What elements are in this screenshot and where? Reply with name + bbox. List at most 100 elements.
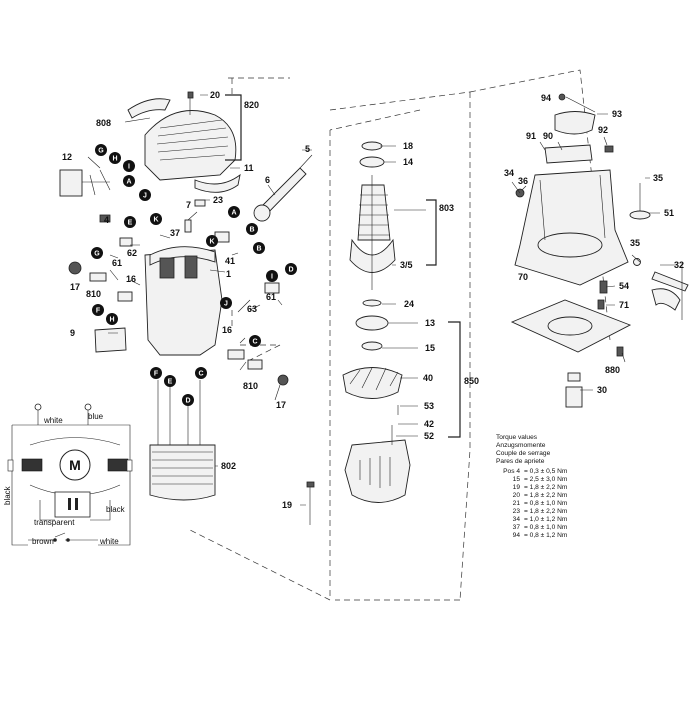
label-71: 71: [619, 300, 629, 310]
label-16-bottom: 16: [222, 325, 232, 335]
label-3-5: 3/5: [400, 260, 413, 270]
svg-text:E: E: [128, 220, 133, 227]
right-assembly: [510, 93, 689, 408]
gear-housing-part: [344, 439, 411, 503]
connector-badge-H: H: [109, 152, 121, 164]
label-90: 90: [543, 131, 553, 141]
label-18: 18: [403, 141, 413, 151]
field-coil-part: [149, 444, 216, 501]
label-17-top: 17: [70, 282, 80, 292]
label-35-top: 35: [653, 173, 663, 183]
connector-badge-A: A: [228, 206, 240, 218]
label-880: 880: [605, 365, 620, 375]
connector-badge-J: J: [220, 297, 232, 309]
part-number-labels: 20 820 808 12 11 5 6 23 7 4 37 62 61 41 …: [62, 90, 684, 510]
switch-box: [54, 491, 91, 518]
connector-badge-G: G: [95, 144, 107, 156]
motor-cover-part: [144, 110, 237, 181]
cover-clip-part: [127, 98, 171, 119]
svg-text:K: K: [209, 239, 214, 246]
svg-text:D: D: [288, 267, 293, 274]
motor-symbol-label: M: [69, 457, 81, 473]
label-37: 37: [170, 228, 180, 238]
label-35-bottom: 35: [630, 238, 640, 248]
label-61-right: 61: [266, 292, 276, 302]
connector-badge-C: C: [195, 367, 207, 379]
torque-row-value: = 0,3 ± 0,5 Nm: [524, 468, 568, 475]
svg-text:A: A: [126, 179, 131, 186]
torque-heading-es: Pares de apriete: [496, 458, 545, 465]
label-61-left: 61: [112, 258, 122, 268]
label-9: 9: [70, 328, 75, 338]
svg-text:H: H: [109, 317, 114, 324]
wiring-schematic: M white blue black black transparent bro…: [3, 403, 133, 546]
connector-badge-D: D: [182, 394, 194, 406]
label-41: 41: [225, 256, 235, 266]
connector-badge-C: C: [249, 335, 261, 347]
label-91: 91: [526, 131, 536, 141]
label-810-top: 810: [86, 289, 101, 299]
label-850: 850: [464, 376, 479, 386]
label-4: 4: [104, 215, 109, 225]
torque-table: Torque values Anzugsmomente Couple de se…: [496, 434, 568, 539]
torque-row-pos: 23: [513, 508, 521, 515]
torque-heading-de: Anzugsmomente: [496, 442, 546, 449]
leader-lines: [87, 94, 677, 506]
label-16-top: 16: [126, 274, 136, 284]
label-11: 11: [244, 163, 254, 173]
torque-row-pos: 21: [513, 500, 521, 507]
connector-badge-E: E: [124, 216, 136, 228]
label-30: 30: [597, 385, 607, 395]
wire-label-white-top: white: [43, 416, 63, 425]
svg-text:K: K: [153, 217, 158, 224]
svg-text:J: J: [143, 193, 147, 200]
connector-badge-K: K: [150, 213, 162, 225]
svg-text:I: I: [128, 164, 130, 171]
connector-badge-E: E: [164, 375, 176, 387]
connector-badge-H: H: [106, 313, 118, 325]
label-820: 820: [244, 100, 259, 110]
carbon-brush-left: [21, 458, 43, 472]
label-42: 42: [424, 419, 434, 429]
label-810-bottom: 810: [243, 381, 258, 391]
svg-text:H: H: [112, 156, 117, 163]
wire-label-black-right: black: [106, 505, 126, 514]
torque-row-pos: 34: [513, 516, 521, 523]
torque-row-pos: 19: [513, 484, 521, 491]
torque-row-value: = 1,0 ± 1,2 Nm: [524, 516, 568, 523]
torque-row-value: = 1,8 ± 2,2 Nm: [524, 492, 568, 499]
svg-text:G: G: [94, 251, 100, 258]
label-53: 53: [424, 401, 434, 411]
cover-strip-part: [194, 173, 241, 193]
connector-badge-B: B: [246, 223, 258, 235]
svg-text:I: I: [271, 274, 273, 281]
torque-row-value: = 1,8 ± 2,2 Nm: [524, 508, 568, 515]
switch-part: [59, 169, 83, 197]
svg-text:C: C: [198, 371, 203, 378]
connector-badge-F: F: [92, 304, 104, 316]
wire-label-brown: brown: [32, 537, 54, 546]
wire-label-blue: blue: [88, 412, 104, 421]
label-54: 54: [619, 281, 629, 291]
torque-row-pos: Pos 4: [503, 468, 520, 475]
router-base-part: [514, 169, 629, 286]
torque-row-pos: 15: [513, 476, 521, 483]
svg-text:F: F: [154, 371, 159, 378]
label-13: 13: [425, 318, 435, 328]
connector-badge-K: K: [206, 235, 218, 247]
fan-part: [342, 367, 403, 399]
left-assembly: [59, 91, 313, 501]
label-62: 62: [127, 248, 137, 258]
label-34: 34: [504, 168, 514, 178]
armature-part: [357, 184, 391, 241]
wire-label-black-left: black: [3, 485, 12, 505]
label-19: 19: [282, 500, 292, 510]
connector-badge-G: G: [91, 247, 103, 259]
motor-symbol-icon: [59, 449, 91, 481]
label-36: 36: [518, 176, 528, 186]
torque-row-pos: 37: [513, 524, 521, 531]
label-23: 23: [213, 195, 223, 205]
label-92: 92: [598, 125, 608, 135]
torque-row-value: = 0,8 ± 1,2 Nm: [524, 532, 568, 539]
label-63: 63: [247, 304, 257, 314]
